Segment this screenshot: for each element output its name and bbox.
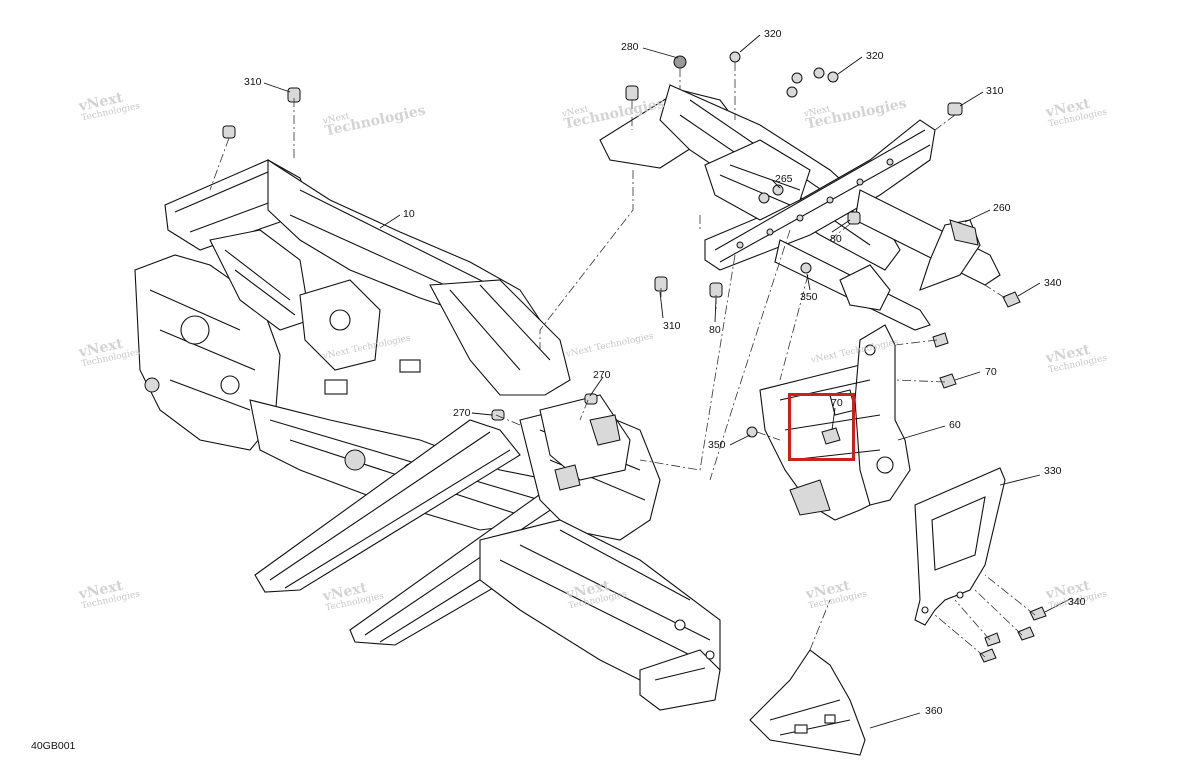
highlight-box [788, 393, 855, 461]
callout-270[interactable]: 270 [593, 369, 611, 381]
leader-lines [263, 34, 1073, 729]
callout-270[interactable]: 270 [453, 407, 471, 419]
callout-10[interactable]: 10 [403, 208, 415, 220]
callout-310[interactable]: 310 [986, 85, 1004, 97]
callout-310[interactable]: 310 [244, 76, 262, 88]
callout-80[interactable]: 80 [830, 233, 842, 245]
callout-265[interactable]: 265 [775, 173, 793, 185]
callout-70[interactable]: 70 [831, 397, 843, 409]
callout-70[interactable]: 70 [985, 366, 997, 378]
callout-260[interactable]: 260 [993, 202, 1011, 214]
upper-crossmember [599, 84, 1001, 331]
main-frame [134, 158, 721, 711]
callout-280[interactable]: 280 [621, 41, 639, 53]
callout-360[interactable]: 360 [925, 705, 943, 717]
callout-340[interactable]: 340 [1068, 596, 1086, 608]
callout-330[interactable]: 330 [1044, 465, 1062, 477]
callout-320[interactable]: 320 [866, 50, 884, 62]
figure-code: 40GB001 [31, 740, 76, 752]
fasteners [222, 51, 1047, 663]
callout-320[interactable]: 320 [764, 28, 782, 40]
callout-340[interactable]: 340 [1044, 277, 1062, 289]
callout-310[interactable]: 310 [663, 320, 681, 332]
callout-350[interactable]: 350 [708, 439, 726, 451]
bracket-360 [749, 649, 866, 756]
callout-350[interactable]: 350 [800, 291, 818, 303]
plate-330 [914, 467, 1006, 626]
callout-80[interactable]: 80 [709, 324, 721, 336]
callout-60[interactable]: 60 [949, 419, 961, 431]
